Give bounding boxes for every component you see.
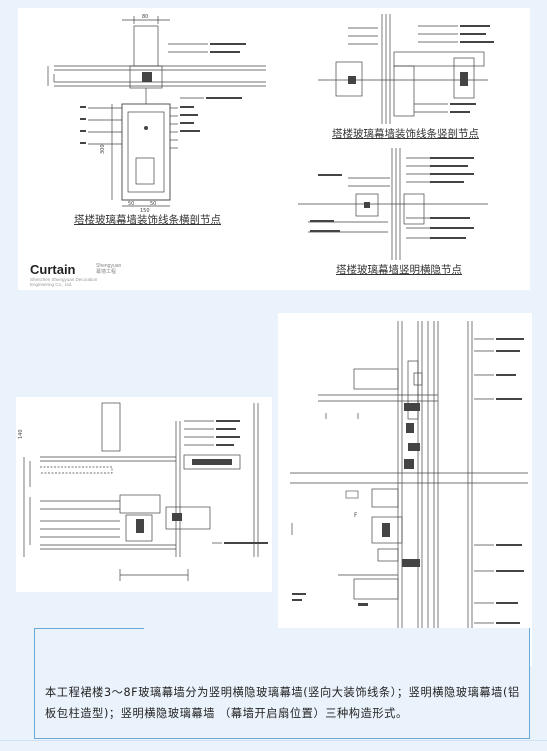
description-box-accent [34, 628, 144, 629]
drawing-sheet-right: F [278, 313, 532, 666]
brand-subtitle-line1: Shengyuan [96, 263, 122, 269]
technical-drawing-right: F [290, 321, 528, 645]
dim-bottom-b: 50 [150, 201, 156, 207]
dim-upright-depth: 300 [100, 144, 106, 154]
brand-subtitle-line2: 幕墙工程 [96, 269, 117, 275]
brand-english-name: Shenzhen Shengyuan Decoration Engineerin… [30, 277, 98, 287]
dim-bottom-a: 50 [128, 201, 134, 207]
technical-drawing-left: 140 [18, 402, 268, 581]
dim-top-width: 80 [142, 14, 148, 20]
caption-concealed-node: 塔楼玻璃幕墙竖明横隐节点 [336, 264, 462, 276]
description-text: 本工程裙楼3～8F玻璃幕墙分为竖明横隐玻璃幕墙(竖向大装饰线条）；竖明横隐玻璃幕… [45, 686, 520, 720]
drawing-sheet-left: 140 [16, 397, 272, 592]
technical-drawings-top: 80 300 50 50 150 [47, 14, 494, 260]
footer-divider [0, 740, 547, 741]
dim-left-height: 140 [18, 429, 24, 439]
brand-subtitle: Shengyuan 幕墙工程 [96, 263, 121, 275]
caption-horizontal-node: 塔楼玻璃幕墙装饰线条横剖节点 [74, 214, 221, 226]
caption-vertical-node: 塔楼玻璃幕墙装饰线条竖剖节点 [332, 128, 479, 140]
brand-logo-text: Curtain [30, 262, 76, 277]
floor-tag [345, 490, 359, 499]
description-box: 本工程裙楼3～8F玻璃幕墙分为竖明横隐玻璃幕墙(竖向大装饰线条）；竖明横隐玻璃幕… [34, 628, 530, 739]
dim-bottom-total: 150 [140, 208, 150, 214]
drawing-sheet-top: 80 300 50 50 150 [18, 8, 530, 290]
floor-label: F [354, 512, 358, 519]
